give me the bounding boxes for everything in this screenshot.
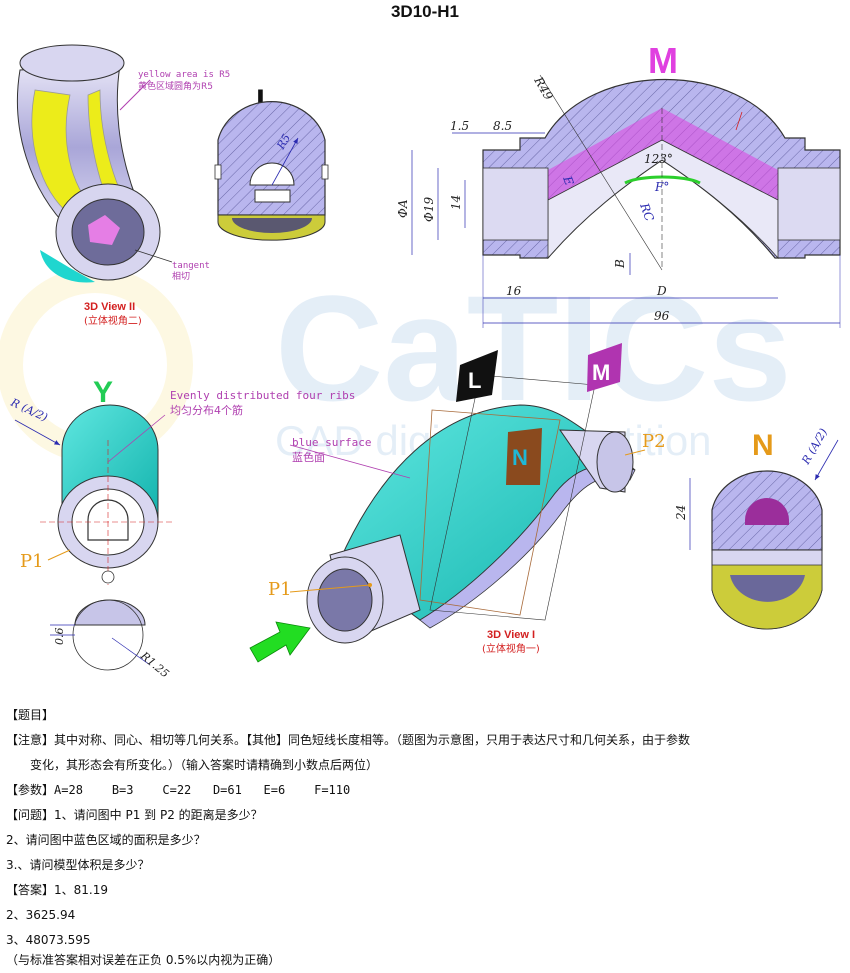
watermark-big: CaTICs — [275, 264, 792, 432]
document-title: 3D10-H1 — [390, 2, 460, 21]
view-y-letter: Y — [93, 376, 113, 409]
dim-f: F° — [654, 180, 669, 194]
dim-d: D — [656, 284, 667, 298]
dim-1-5: 1.5 — [450, 119, 469, 133]
ribs-cn: 均匀分布4个筋 — [170, 403, 243, 417]
question-3: 3.、请问模型体积是多少？ — [6, 858, 150, 872]
tangent-cn: 相切 — [172, 270, 190, 282]
question-2: 2、请问图中蓝色区域的面积是多少？ — [6, 833, 206, 847]
tangent-en: tangent — [172, 261, 210, 271]
answer-row: 【答案】1、81.19 — [6, 878, 846, 903]
marker-m-letter: M — [592, 360, 610, 385]
blue-surface-en: blue surface — [292, 436, 371, 449]
note-row: 【注意】其中对称、同心、相切等几何关系。【其他】同色短线长度相等。（题图为示意图… — [6, 728, 846, 753]
marker-n-letter: N — [512, 445, 528, 470]
view1-en: 3D View I — [487, 629, 535, 641]
answer-2: 2、3625.94 — [6, 908, 76, 922]
view-m: M 1.5 8.5 R49 123° E F° RC ΦA Φ19 14 B 1… — [396, 40, 841, 328]
note-line1: 其中对称、同心、相切等几何关系。【其他】同色短线长度相等。（题图为示意图，只用于… — [54, 733, 691, 747]
dim-r49: R49 — [531, 74, 556, 103]
dim-phi-a: ΦA — [396, 199, 410, 218]
view1-cn: (立体视角一) — [482, 642, 540, 655]
view-y: Y Evenly distributed four ribs 均匀分布4个筋 R… — [8, 376, 356, 680]
dim-96: 96 — [654, 309, 670, 323]
heading: 【题目】 — [6, 708, 55, 722]
view-3d-ii: yellow area is R5 黄色区域圆角为R5 tangent 相切 3… — [17, 44, 230, 327]
view-n-letter: N — [752, 429, 774, 462]
view-3d-i: blue surface 蓝色面 L M N P1 P2 3D View I (… — [249, 343, 666, 663]
dim-phi-19: Φ19 — [422, 197, 436, 222]
params-values: A=28 B=3 C=22 D=61 E=6 F=110 — [54, 783, 351, 797]
view2-cn: (立体视角二) — [84, 314, 142, 327]
view-m-letter: M — [648, 40, 678, 81]
note-yellow-en: yellow area is R5 — [138, 70, 230, 80]
params-row: 【参数】A=28 B=3 C=22 D=61 E=6 F=110 — [6, 778, 846, 803]
answer-label: 【答案】 — [6, 883, 55, 897]
question-1: 1、请问图中 P1 到 P2 的距离是多少？ — [54, 808, 263, 822]
answer-3: 3、48073.595 — [6, 933, 91, 947]
tolerance-note: （与标准答案相对误差在正负 0.5%以内视为正确） — [6, 953, 281, 967]
p1-center: P1 — [268, 579, 292, 600]
view-l: L R5 — [214, 83, 329, 241]
dim-24: 24 — [674, 505, 688, 521]
question-label: 【问题】 — [6, 808, 55, 822]
ribs-en: Evenly distributed four ribs — [170, 389, 355, 402]
dim-r1-25: R1.25 — [137, 649, 171, 680]
view2-en: 3D View II — [84, 301, 135, 313]
answer-1: 1、81.19 — [54, 883, 109, 897]
p2-center: P2 — [642, 431, 666, 452]
dim-b: B — [613, 259, 627, 269]
dim-rc: RC — [637, 200, 657, 223]
params-label: 【参数】 — [6, 783, 55, 797]
dim-8-5: 8.5 — [493, 119, 512, 133]
question-row: 【问题】1、请问图中 P1 到 P2 的距离是多少？ — [6, 803, 846, 828]
dim-e: E — [560, 173, 577, 187]
note-line2: 变化，其形态会有所变化。）（输入答案时请精确到小数点后两位） — [30, 758, 379, 772]
marker-l-letter: L — [468, 368, 481, 393]
blue-surface-cn: 蓝色面 — [292, 450, 325, 464]
note-yellow-cn: 黄色区域圆角为R5 — [138, 80, 213, 92]
p1-left: P1 — [20, 551, 44, 572]
dim-123: 123° — [644, 152, 673, 166]
dim-0-6: 0.6 — [53, 628, 66, 646]
dim-16: 16 — [506, 284, 522, 298]
note-label: 【注意】 — [6, 733, 55, 747]
technical-drawing: CaTICs CAD digital competition yellow ar… — [0, 40, 841, 680]
dim-14: 14 — [449, 195, 463, 210]
